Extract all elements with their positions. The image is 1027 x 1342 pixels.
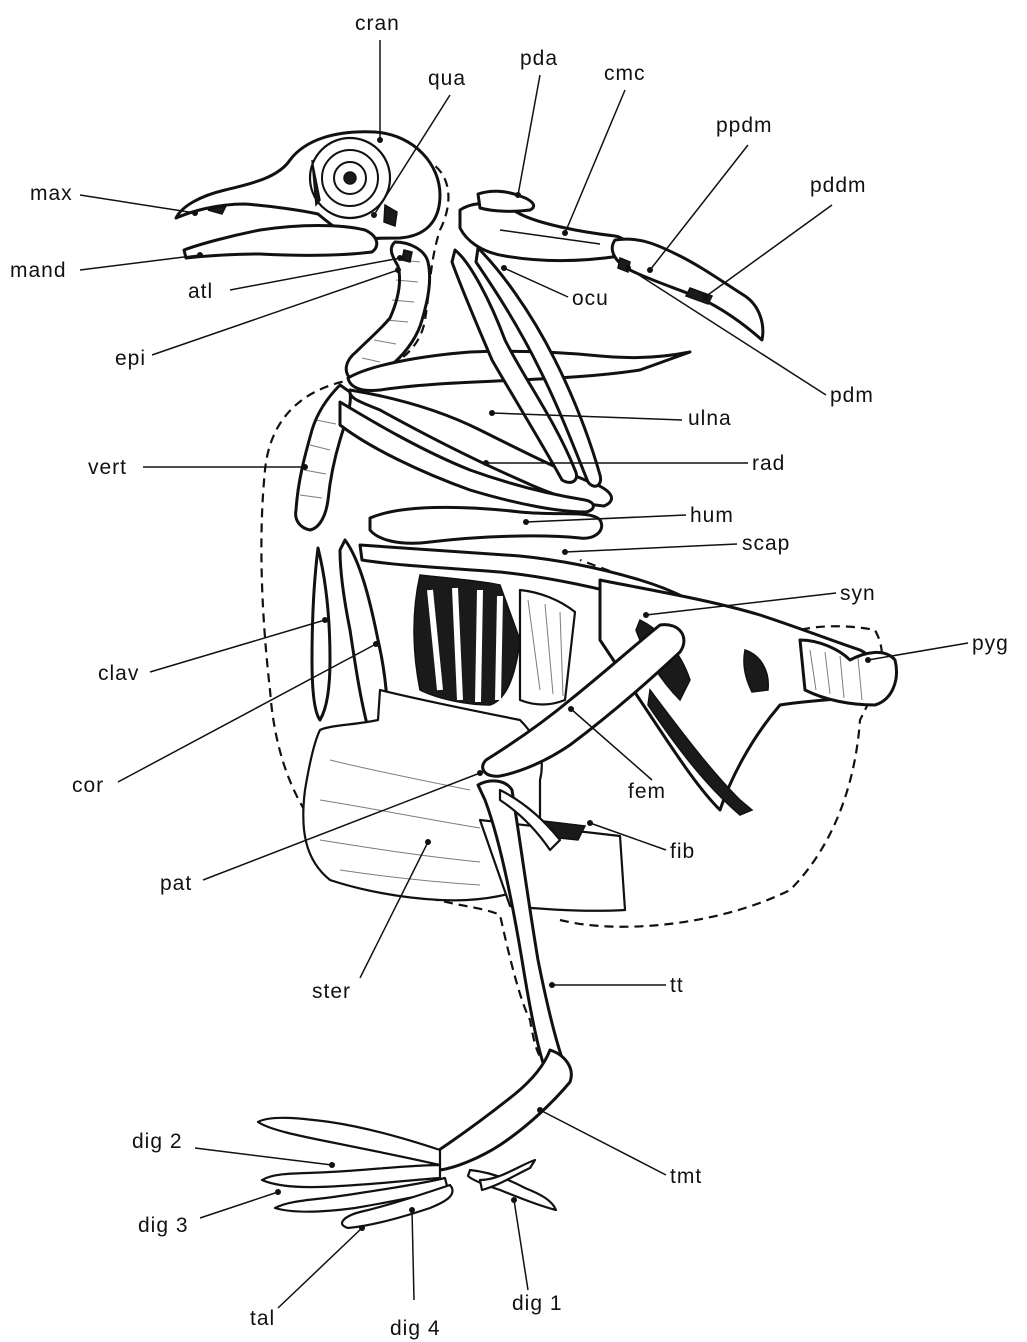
label-dig4: dig 4	[390, 1317, 441, 1340]
label-pdm: pdm	[830, 384, 874, 407]
label-pat: pat	[160, 872, 192, 895]
skull	[176, 132, 440, 258]
label-syn: syn	[840, 582, 876, 605]
label-epi: epi	[115, 347, 146, 370]
label-atl: atl	[188, 280, 213, 303]
label-scap: scap	[742, 532, 790, 555]
label-tal: tal	[250, 1307, 275, 1330]
label-cran: cran	[355, 12, 400, 35]
label-tmt: tmt	[670, 1165, 702, 1188]
label-rad: rad	[752, 452, 785, 475]
label-pda: pda	[520, 47, 558, 70]
label-pddm: pddm	[810, 174, 867, 197]
label-vert: vert	[88, 456, 127, 479]
label-fib: fib	[670, 840, 695, 863]
label-cmc: cmc	[604, 62, 646, 85]
label-max: max	[30, 182, 73, 205]
label-mand: mand	[10, 259, 67, 282]
label-cor: cor	[72, 774, 104, 797]
label-dig2: dig 2	[132, 1130, 183, 1153]
label-hum: hum	[690, 504, 734, 527]
label-dig1: dig 1	[512, 1292, 563, 1315]
label-ster: ster	[312, 980, 351, 1003]
label-ocu: ocu	[572, 287, 609, 310]
label-ulna: ulna	[688, 407, 732, 430]
label-ppdm: ppdm	[716, 114, 773, 137]
label-pyg: pyg	[972, 632, 1009, 655]
label-fem: fem	[628, 780, 666, 803]
label-tt: tt	[670, 974, 684, 997]
label-qua: qua	[428, 67, 466, 90]
label-dig3: dig 3	[138, 1214, 189, 1237]
label-clav: clav	[98, 662, 139, 685]
